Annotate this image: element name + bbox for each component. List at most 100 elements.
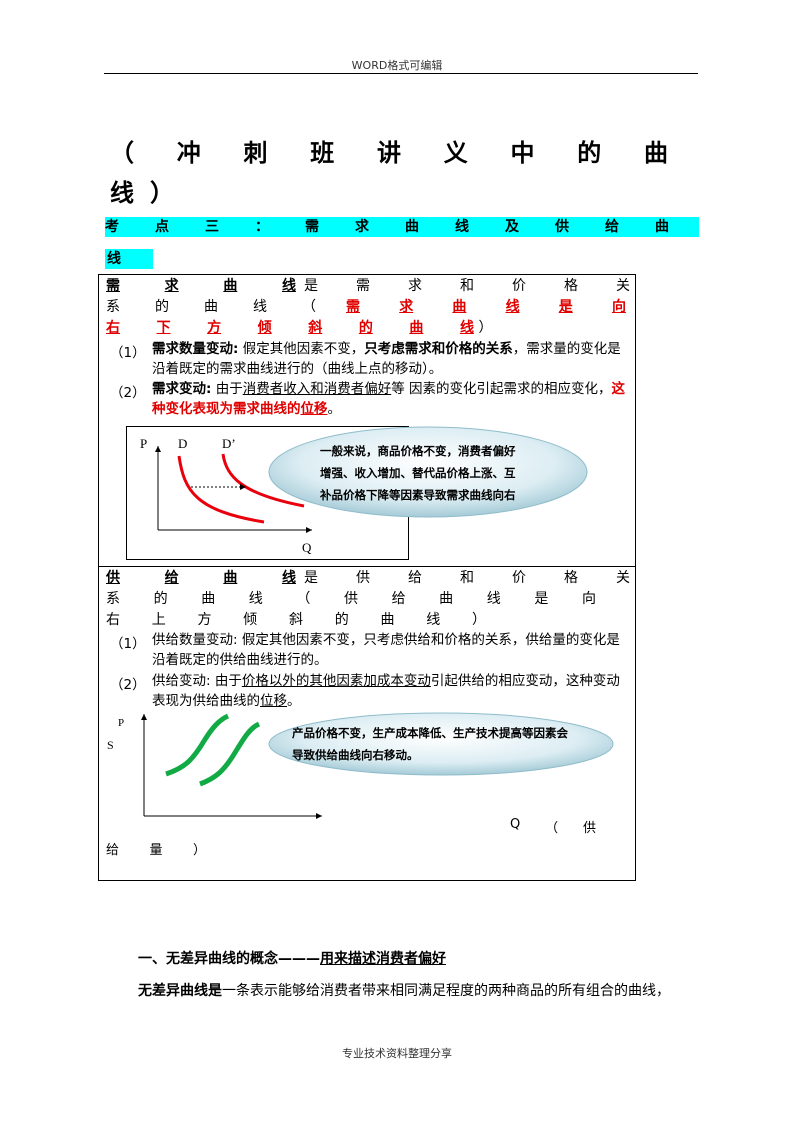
char-5: 义 [443, 139, 468, 167]
demand-graph: P D D’ Q [140, 436, 312, 555]
indifference-heading-dash: ——— [278, 951, 320, 967]
char-8: 曲 [644, 139, 668, 167]
char-2: 曲 [201, 591, 216, 607]
demand-item1-text: 需求数量变动: 假定其他因素不变，只考虑需求和价格的关系，需求量的变化是沿着既定… [152, 339, 632, 379]
char-1: 求 [164, 278, 179, 294]
char-2: 求 [408, 278, 422, 294]
supply-axis-s-label: S [107, 738, 114, 752]
supply-axis-p-label: P [118, 717, 124, 729]
section-heading: 考点三：需求曲线及供给曲 [105, 217, 699, 237]
char-2: 曲 [223, 278, 238, 294]
demand-item2-red-underlined: 位移 [300, 401, 328, 417]
demand-item2-number: （2） [110, 385, 146, 401]
demand-definition-row1: 需求曲线 是需求和价格关 [106, 276, 630, 296]
char-4: 讲 [377, 139, 401, 167]
char-1: ） [150, 179, 174, 207]
char-0: 系 [106, 591, 120, 607]
demand-curve-d-prime [221, 453, 305, 508]
char-2: 三 [205, 219, 219, 235]
char-7: 线 [426, 612, 441, 628]
char-5: 向 [611, 299, 626, 315]
char-7: 曲 [439, 591, 454, 607]
char-6: 曲 [409, 320, 424, 336]
char-2: 方 [197, 612, 212, 628]
demand-item1-part-a: 假定其他因素不变， [238, 341, 365, 357]
char-3: ： [255, 219, 269, 235]
char-0: 考 [105, 219, 119, 235]
char-1: 的 [155, 299, 169, 315]
char-4: 价 [512, 570, 526, 586]
char-1: 量 [149, 843, 163, 858]
char-5: 的 [358, 320, 373, 336]
char-8: 线 [486, 591, 501, 607]
char-1: 给 [164, 570, 179, 586]
char-5: 格 [564, 570, 578, 586]
demand-curve-d [177, 455, 265, 524]
char-8: ） [472, 612, 486, 628]
demand-item2-text: 需求变动: 由于消费者收入和消费者偏好等 因素的变化引起需求的相应变化，这种变化… [152, 379, 632, 419]
char-1: 点 [155, 219, 169, 235]
char-5: 供 [343, 591, 358, 607]
char-3: 线 [505, 299, 520, 315]
char-4: （ [296, 591, 311, 607]
supply-bubble [268, 712, 614, 776]
demand-item1-bold: 只考虑需求和价格的关系 [364, 341, 513, 357]
supply-item2-end: 。 [287, 693, 301, 709]
indifference-heading-a: 一、无差异曲线的概念 [138, 951, 278, 967]
char-0: 线 [110, 179, 134, 207]
supply-graph: P S [107, 713, 322, 819]
document-title-line2: 线） [110, 173, 174, 208]
demand-definition-row2: 系的曲线（ 需求曲线是向 [106, 297, 630, 317]
supply-curve-s1 [165, 713, 230, 777]
char-3: 倾 [257, 320, 272, 336]
supply-definition-row3: 右上方倾斜的曲线） [106, 610, 486, 630]
char-7: 线 [455, 219, 469, 235]
supply-item1-number: （1） [110, 636, 146, 652]
demand-axis-q-label: Q [302, 540, 312, 555]
char-10: 向 [581, 591, 596, 607]
demand-curve-d2-label: D’ [222, 436, 236, 451]
demand-qty-change-label: 需求数量变动: [152, 341, 239, 357]
char-2: ） [192, 843, 206, 858]
char-1: 上 [151, 612, 166, 628]
char-0: 给 [106, 843, 120, 858]
char-3: 和 [460, 278, 474, 294]
demand-bubble-line2: 增强、收入增加、替代品价格上涨、互 [320, 466, 516, 480]
char-1: 的 [153, 591, 168, 607]
demand-bubble-line3: 补品价格下降等因素导致需求曲线向右 [320, 488, 516, 502]
supply-item2-underlined: 价格以外的其他因素加成本变动 [241, 673, 431, 689]
char-3: 线 [281, 570, 296, 586]
char-0: Q [510, 817, 521, 832]
char-4: 斜 [289, 612, 303, 628]
char-0: 右 [106, 612, 120, 628]
char-1: 下 [156, 320, 171, 336]
demand-axis-p-label: P [140, 436, 147, 451]
demand-item2-part-a: 由于 [211, 381, 243, 397]
char-2: 方 [207, 320, 222, 336]
char-6: 给 [391, 591, 406, 607]
char-2: 曲 [452, 299, 467, 315]
demand-curve-d-label: D [178, 436, 187, 451]
supply-item2-part-b: 引起供给的相应变动，这种变动表现为供给曲线的 [152, 673, 620, 709]
supply-axis-q-label-cont: 给 量 ） [106, 839, 206, 858]
supply-definition-row2: 系的曲线（供给曲线是向 [106, 589, 596, 609]
char-5: 的 [334, 612, 349, 628]
char-1: 求 [399, 299, 414, 315]
demand-change-label: 需求变动: [152, 381, 212, 397]
char-3: 倾 [243, 612, 258, 628]
demand-definition-text: 是需求和价格关 [304, 276, 630, 296]
char-8: 及 [505, 219, 519, 235]
demand-slope-red: 需求曲线是向 [346, 297, 626, 317]
char-10: 给 [605, 219, 619, 235]
char-4: 是 [558, 299, 573, 315]
supply-axis-q-label: Q（供 [510, 817, 596, 836]
char-0: 是 [304, 278, 318, 294]
char-3: 班 [310, 139, 335, 167]
char-11: 曲 [655, 219, 669, 235]
char-0: 供 [106, 570, 120, 586]
char-3: 线 [281, 278, 296, 294]
page-header: WORD格式可编辑 [351, 59, 443, 72]
char-3: 线 [248, 591, 263, 607]
demand-bubble [268, 426, 588, 518]
section-heading-cont: 线 [105, 249, 153, 269]
